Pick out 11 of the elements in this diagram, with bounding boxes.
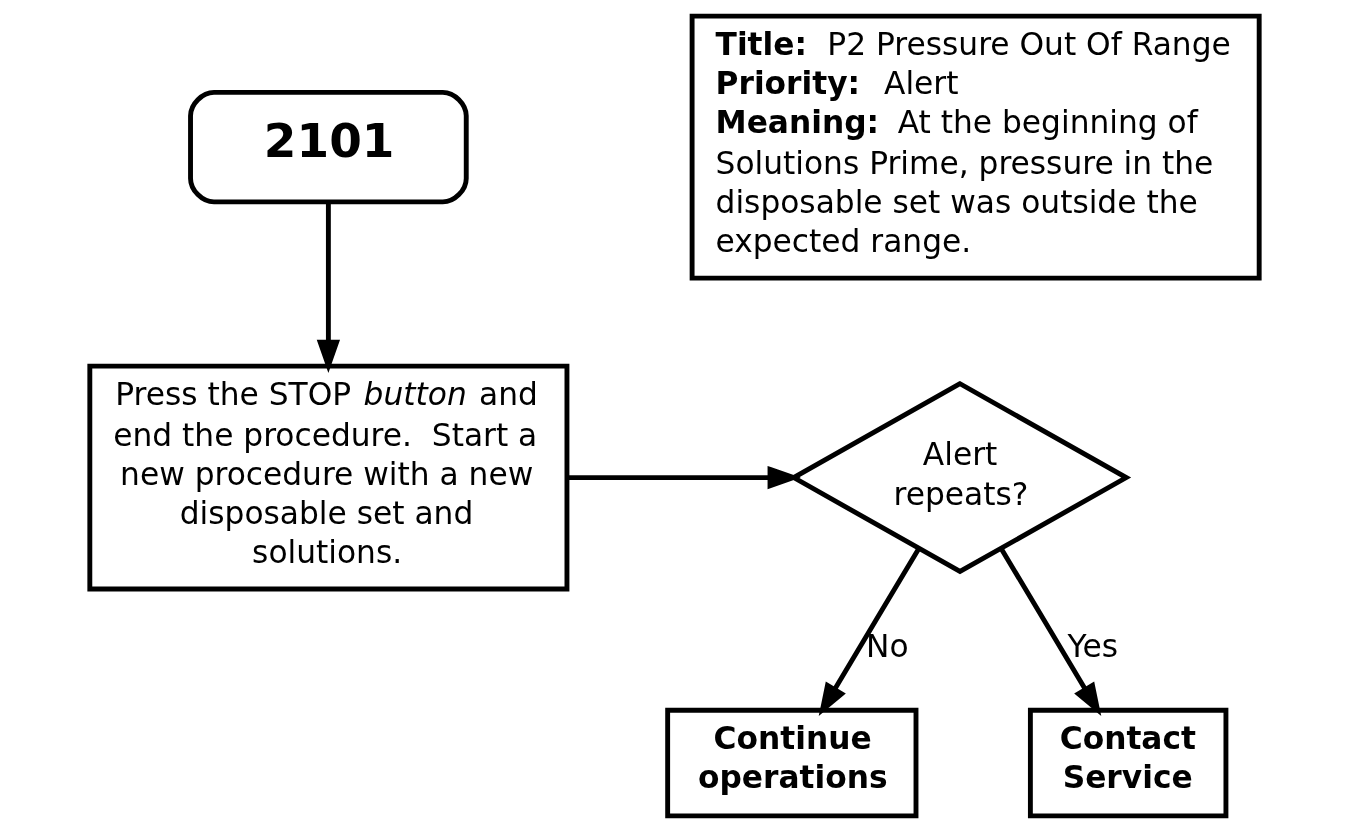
edge-label: Yes: [1067, 628, 1118, 665]
node-box: Press the STOP button and end the procedure. Start a new procedure with a new disposable set and solutions.: [86, 363, 569, 592]
node-box: 2101: [187, 89, 469, 205]
node-box: Title: P2 Pressure Out Of Range Priority: Alert Meaning: At the beginning of Solutions Prime, pressure in the disposable set was outside the expected range.: [689, 13, 1262, 281]
arrow: [566, 465, 801, 490]
arrow: [998, 547, 1101, 717]
node-box: Continue operations: [664, 707, 918, 819]
arrow: [316, 202, 340, 373]
node-box: Contact Service: [1027, 707, 1228, 819]
edge-label: No: [865, 628, 909, 665]
arrow: [818, 547, 921, 717]
